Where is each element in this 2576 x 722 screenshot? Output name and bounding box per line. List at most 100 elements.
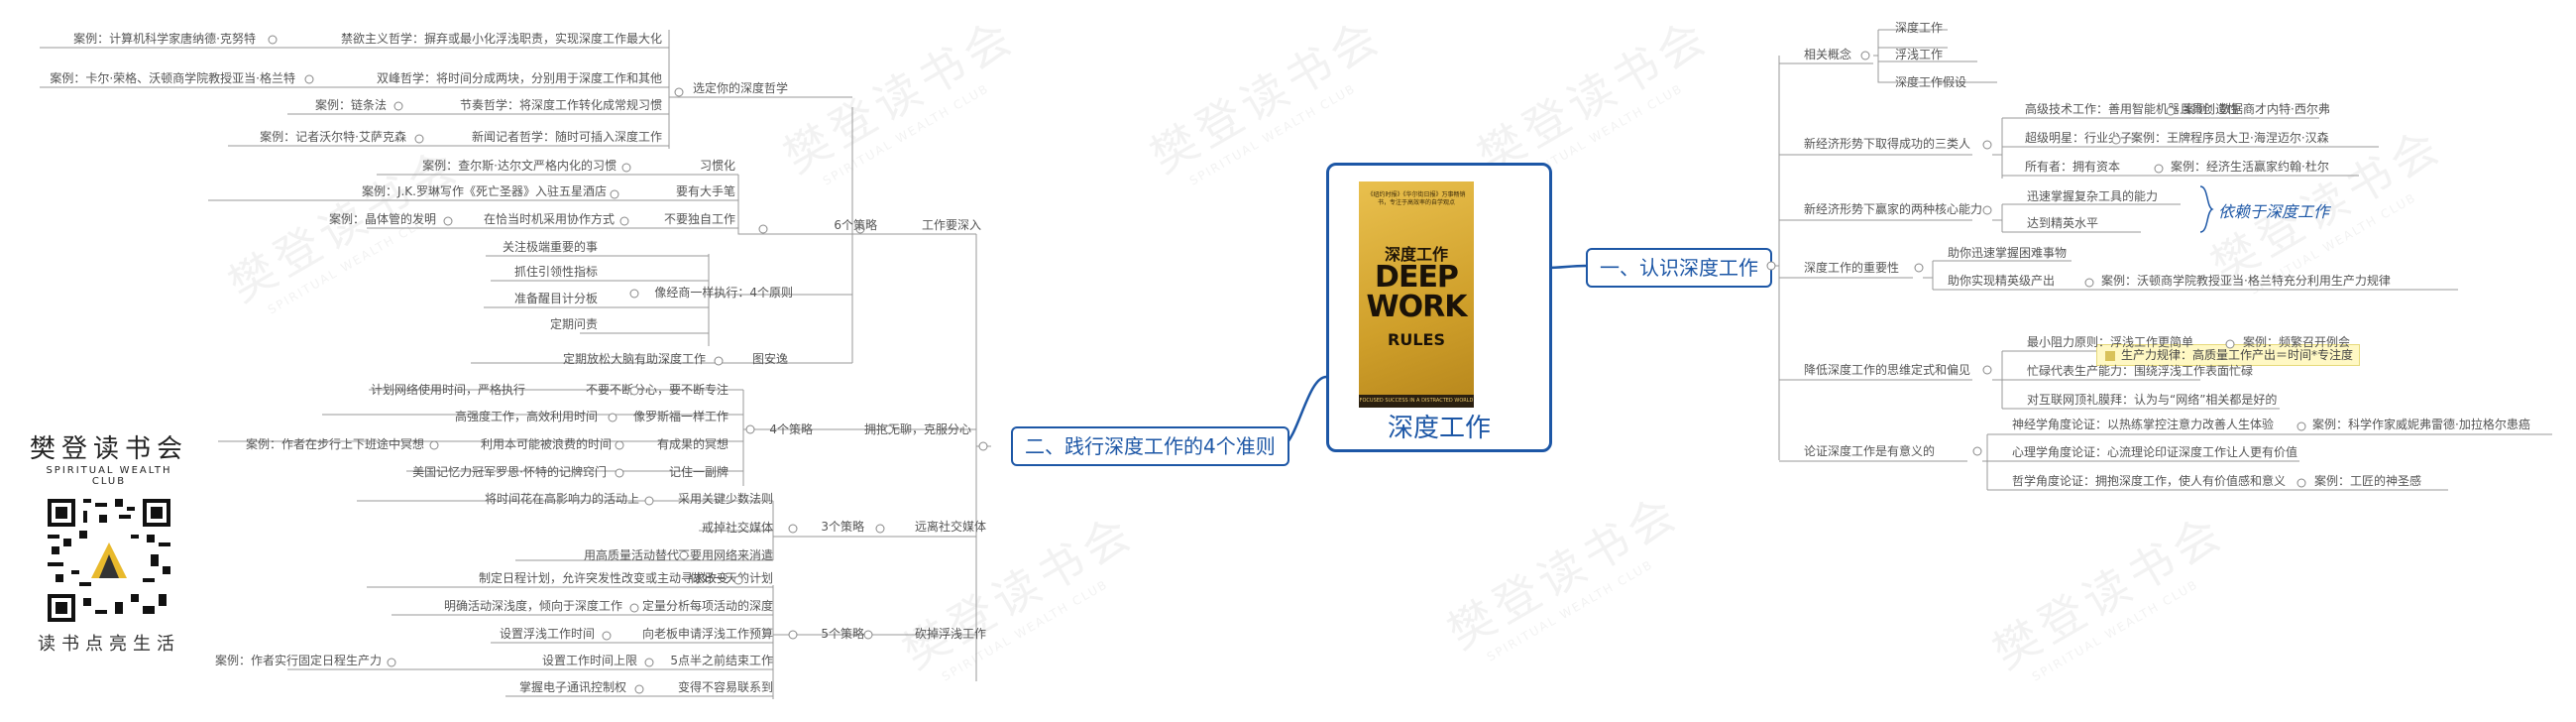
focus-detail[interactable]: 利用本可能被浪费的时间: [480, 437, 612, 451]
collapse-toggle[interactable]: [758, 224, 768, 234]
success-case[interactable]: 案例：经济生活赢家约翰·杜尔: [2171, 160, 2329, 174]
six-strategies[interactable]: 6个策略: [834, 218, 877, 232]
philosophy-case[interactable]: 案例：记者沃尔特·艾萨克森: [260, 130, 406, 144]
philosophy-item[interactable]: 节奏哲学：将深度工作转化成常规习惯: [459, 98, 662, 112]
collapse-toggle[interactable]: [875, 524, 885, 534]
branch-understand-deep-work[interactable]: 一、认识深度工作: [1586, 248, 1772, 288]
strategy-case[interactable]: 案例：晶体管的发明: [328, 212, 436, 226]
collapse-toggle[interactable]: [788, 524, 798, 534]
philosophy-item[interactable]: 新闻记者哲学：随时可插入深度工作: [471, 130, 662, 144]
shallow-strategy[interactable]: 做好一天的计划: [689, 571, 773, 585]
strategy-item[interactable]: 不要独自工作: [663, 212, 735, 226]
shallow-strategy[interactable]: 变得不容易联系到: [677, 680, 773, 694]
five-strategies[interactable]: 5个策略: [821, 627, 864, 641]
four-strategies[interactable]: 4个策略: [769, 422, 813, 436]
success-case[interactable]: 案例：王牌程序员大卫·海涅迈尔·汉森: [2131, 131, 2329, 145]
success-case[interactable]: 案例：数据商才内特·西尔弗: [2184, 102, 2330, 116]
rule-quit-social-media[interactable]: 远离社交媒体: [914, 520, 986, 534]
collapse-toggle[interactable]: [2154, 164, 2164, 174]
collapse-toggle[interactable]: [674, 87, 684, 97]
focus-strategy[interactable]: 有成果的冥想: [656, 437, 728, 451]
collapse-toggle[interactable]: [644, 496, 654, 506]
execution-rule[interactable]: 关注极端重要的事: [502, 240, 598, 254]
collapse-toggle[interactable]: [1914, 263, 1924, 273]
success-type[interactable]: 高级技术工作：善用智能机器且具创造性: [2025, 102, 2240, 116]
shallow-case[interactable]: 案例：作者实行固定日程生产力: [214, 654, 382, 667]
qr-code-icon[interactable]: [44, 495, 174, 626]
philosophy-case[interactable]: 案例：卡尔·荣格、沃顿商学院教授亚当·格兰特: [50, 71, 295, 85]
bias-item[interactable]: 对互联网顶礼膜拜：认为与“网络”相关都是好的: [2027, 393, 2278, 407]
focus-detail[interactable]: 美国记忆力冠军罗恩·怀特的记牌窍门: [412, 465, 607, 479]
success-type[interactable]: 超级明星：行业尖子: [2025, 131, 2133, 145]
collapse-toggle[interactable]: [615, 440, 624, 450]
bias-case[interactable]: 案例：频繁召开例会: [2243, 335, 2351, 349]
meaning-case[interactable]: 案例：科学作家威妮弗雷德·加拉格尔患癌: [2312, 418, 2530, 431]
topic-meaningful[interactable]: 论证深度工作是有意义的: [1804, 444, 1936, 458]
rule-work-deeply[interactable]: 工作要深入: [921, 218, 981, 232]
collapse-toggle[interactable]: [443, 216, 453, 226]
collapse-toggle[interactable]: [634, 684, 644, 694]
three-strategies[interactable]: 3个策略: [821, 520, 864, 534]
shallow-strategy[interactable]: 5点半之前结束工作: [670, 654, 773, 667]
topic-two-core-abilities[interactable]: 新经济形势下赢家的两种核心能力: [1804, 202, 1983, 216]
focus-case[interactable]: 案例：作者在步行上下班途中冥想: [245, 437, 424, 451]
philosophy-item[interactable]: 双峰哲学：将时间分成两块，分别用于深度工作和其他: [376, 71, 662, 85]
collapse-toggle[interactable]: [393, 101, 403, 111]
bias-item[interactable]: 忙碌代表生产能力：围绕浮浅工作表面忙碌: [2027, 364, 2254, 378]
focus-detail[interactable]: 计划网络使用时间，严格执行: [370, 383, 525, 397]
meaning-item[interactable]: 心理学角度论证：心流理论印证深度工作让人更有价值: [2012, 445, 2298, 459]
success-type[interactable]: 所有者：拥有资本: [2025, 160, 2121, 174]
meaning-case[interactable]: 案例：工匠的神圣感: [2314, 474, 2422, 488]
collapse-toggle[interactable]: [1766, 261, 1776, 271]
collapse-toggle[interactable]: [644, 658, 654, 667]
shallow-detail[interactable]: 明确活动深浅度，倾向于深度工作: [443, 599, 622, 613]
topic-related-concepts[interactable]: 相关概念: [1804, 48, 1852, 61]
shallow-detail[interactable]: 制定日程计划，允许突发性改变或主动寻求改变: [478, 571, 728, 585]
root-node[interactable]: 《纽约时报》《华尔街日报》万事畅销书，专注于高效率的自学观点 深度工作 DEEP…: [1326, 163, 1552, 452]
branch-practice-rules[interactable]: 二、践行深度工作的4个准则: [1011, 426, 1289, 466]
focus-detail[interactable]: 高强度工作，高效利用时间: [454, 410, 598, 423]
collapse-toggle[interactable]: [863, 630, 873, 640]
collapse-toggle[interactable]: [1982, 365, 1992, 375]
philosophy-item[interactable]: 禁欲主义哲学：摒弃或最小化浮浅职责，实现深度工作最大化: [340, 32, 662, 46]
shallow-strategy[interactable]: 向老板申请浮浅工作预算: [641, 627, 773, 641]
collapse-toggle[interactable]: [884, 424, 894, 434]
collapse-toggle[interactable]: [2296, 478, 2306, 488]
social-strategy[interactable]: 戒掉社交媒体: [701, 521, 773, 535]
focus-strategy[interactable]: 不要不断分心，要不断专注: [585, 383, 728, 397]
collapse-toggle[interactable]: [387, 658, 396, 667]
core-ability[interactable]: 迅速掌握复杂工具的能力: [2027, 189, 2159, 203]
philosophy-case[interactable]: 案例：链条法: [314, 98, 387, 112]
concept-item[interactable]: 深度工作假设: [1895, 75, 1967, 89]
social-detail[interactable]: 将时间花在高影响力的活动上: [484, 492, 639, 506]
collapse-toggle[interactable]: [429, 440, 439, 450]
collapse-toggle[interactable]: [608, 413, 617, 422]
concept-item[interactable]: 深度工作: [1895, 21, 1944, 35]
business-execution[interactable]: 像经商一样执行：4个原则: [654, 286, 793, 300]
collapse-toggle[interactable]: [629, 603, 639, 613]
strategy-case[interactable]: 案例：查尔斯·达尔文严格内化的习惯: [422, 159, 616, 173]
topic-biases[interactable]: 降低深度工作的思维定式和偏见: [1804, 363, 1971, 377]
topic-importance[interactable]: 深度工作的重要性: [1804, 261, 1900, 275]
collapse-toggle[interactable]: [2225, 339, 2235, 349]
collapse-toggle[interactable]: [2084, 278, 2094, 288]
collapse-toggle[interactable]: [855, 224, 865, 234]
strategy-item[interactable]: 习惯化: [699, 159, 735, 173]
collapse-toggle[interactable]: [629, 289, 639, 299]
social-detail[interactable]: 用高质量活动替代: [583, 548, 679, 562]
collapse-toggle[interactable]: [714, 356, 724, 366]
choose-philosophy[interactable]: 选定你的深度哲学: [692, 81, 788, 95]
idle-item[interactable]: 定期放松大脑有助深度工作: [562, 352, 706, 366]
social-strategy[interactable]: 不要用网络来消遣: [677, 548, 773, 562]
focus-strategy[interactable]: 像罗斯福一样工作: [632, 410, 728, 423]
collapse-toggle[interactable]: [629, 386, 639, 396]
collapse-toggle[interactable]: [1982, 140, 1992, 150]
rule-cut-shallow-work[interactable]: 砍掉浮浅工作: [914, 627, 986, 641]
strategy-item[interactable]: 要有大手笔: [675, 184, 735, 198]
collapse-toggle[interactable]: [304, 74, 314, 84]
philosophy-case[interactable]: 案例：计算机科学家唐纳德·克努特: [73, 32, 256, 46]
concept-item[interactable]: 浮浅工作: [1895, 48, 1944, 61]
collapse-toggle[interactable]: [745, 424, 755, 434]
shallow-detail[interactable]: 掌握电子通讯控制权: [518, 680, 626, 694]
collapse-toggle[interactable]: [1972, 446, 1982, 456]
